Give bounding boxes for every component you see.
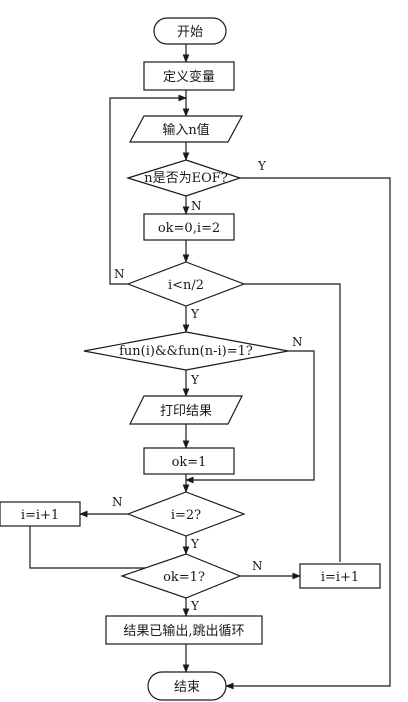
check-eof-label: n是否为EOF? <box>144 171 228 186</box>
connectors <box>29 44 391 690</box>
edge-eof-end-yes <box>225 177 391 690</box>
edge-labels: Y N N Y N Y N Y N Y <box>112 159 303 613</box>
label-i2-yes: Y <box>190 537 200 551</box>
end-label: 结束 <box>174 680 200 695</box>
node-output-break: 结果已输出,跳出循环 <box>105 615 263 645</box>
set-ok-label: ok=1 <box>172 455 207 470</box>
label-fun-yes: Y <box>190 373 200 387</box>
check-fun-label: fun(i)&&fun(n-i)=1? <box>119 344 253 359</box>
inc-left-box <box>0 501 81 527</box>
input-n-label: 输入n值 <box>162 122 209 138</box>
start-terminal <box>153 17 227 45</box>
set-ok-box <box>143 447 235 475</box>
output-break-label: 结果已输出,跳出循环 <box>123 623 244 639</box>
node-loop-cond: i<n/2 <box>126 261 246 307</box>
node-start: 开始 <box>153 17 227 45</box>
inc-right-label: i=i+1 <box>321 570 359 585</box>
define-vars-box <box>143 61 235 91</box>
node-check-fun: fun(i)&&fun(n-i)=1? <box>83 331 289 371</box>
label-ok-no: N <box>252 559 263 573</box>
check-eof-diamond <box>125 159 242 197</box>
node-check-i2: i=2? <box>126 491 246 537</box>
node-init: ok=0,i=2 <box>143 213 235 241</box>
loop-cond-label: i<n/2 <box>168 278 204 293</box>
node-check-eof: n是否为EOF? <box>125 159 242 197</box>
node-input-n: 输入n值 <box>128 115 244 143</box>
node-check-ok: ok=1? <box>120 553 242 599</box>
loop-cond-diamond <box>126 261 246 307</box>
print-result-label: 打印结果 <box>160 404 212 419</box>
end-terminal <box>147 671 227 701</box>
label-loop-no: N <box>114 267 125 281</box>
check-i2-label: i=2? <box>171 508 201 523</box>
node-set-ok: ok=1 <box>143 447 235 475</box>
output-break-box <box>105 615 263 645</box>
edge-loop-back-no <box>109 94 187 285</box>
label-i2-no: N <box>112 495 123 509</box>
label-eof-no: N <box>191 199 202 213</box>
node-inc-right: i=i+1 <box>299 563 381 589</box>
print-result-parallelogram <box>129 395 243 425</box>
node-inc-left: i=i+1 <box>0 501 81 527</box>
inc-right-box <box>299 563 381 589</box>
inc-left-label: i=i+1 <box>21 508 59 523</box>
define-vars-label: 定义变量 <box>163 69 215 85</box>
node-define-vars: 定义变量 <box>143 61 235 91</box>
init-box <box>143 213 235 241</box>
check-i2-diamond <box>126 491 246 537</box>
label-loop-yes: Y <box>190 307 200 321</box>
label-eof-yes: Y <box>257 159 267 173</box>
check-fun-diamond <box>83 331 289 371</box>
node-print-result: 打印结果 <box>129 395 243 425</box>
node-end: 结束 <box>147 671 227 701</box>
edge-fun-skip-no <box>185 350 315 484</box>
label-ok-yes: Y <box>190 599 200 613</box>
input-n-parallelogram <box>128 115 244 143</box>
check-ok-label: ok=1? <box>163 570 205 585</box>
label-fun-no: N <box>292 335 303 349</box>
init-label: ok=0,i=2 <box>158 221 220 236</box>
check-ok-diamond <box>120 553 242 599</box>
start-label: 开始 <box>177 25 203 40</box>
edge-inc-left-merge <box>29 526 187 572</box>
